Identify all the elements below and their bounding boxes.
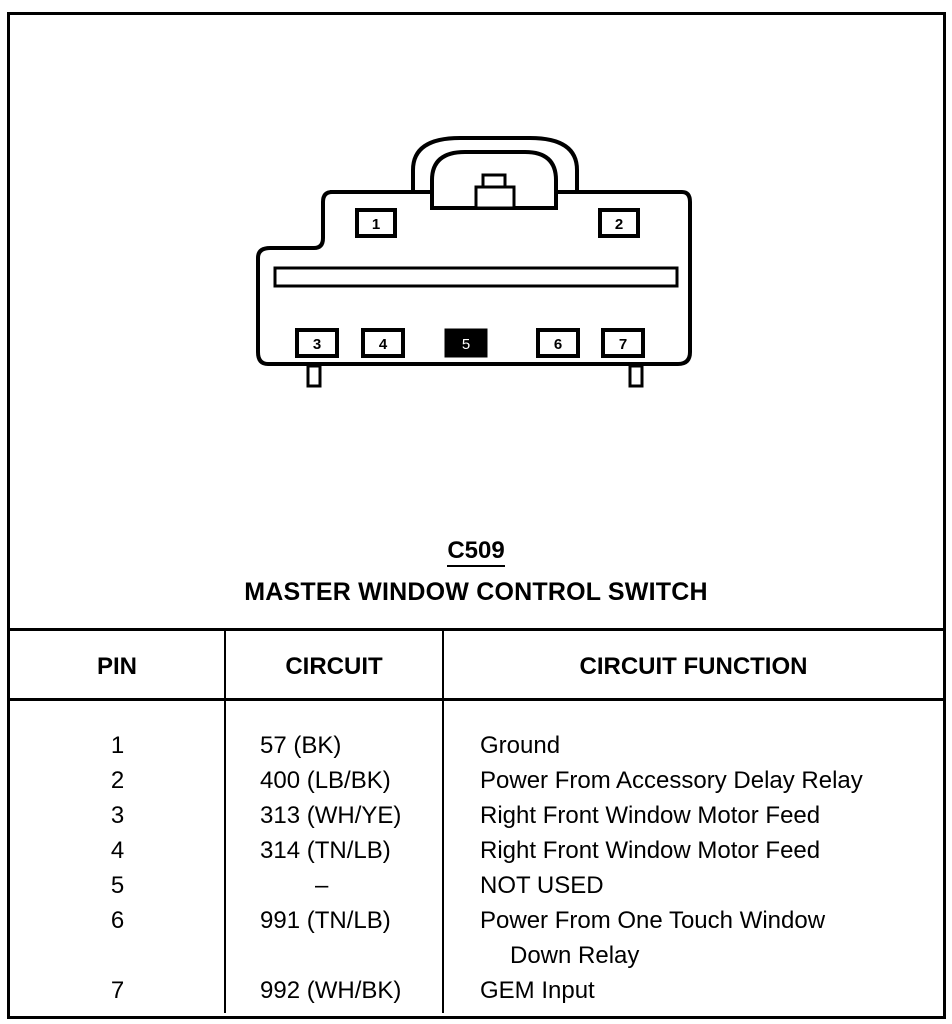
svg-text:7: 7 (619, 336, 627, 353)
function-cell: Power From Accessory Delay Relay (480, 767, 863, 794)
table-row: 4 314 (TN/LB) Right Front Window Motor F… (10, 833, 943, 868)
pin-cell: 4 (110, 837, 125, 864)
table-row: 3 313 (WH/YE) Right Front Window Motor F… (10, 798, 943, 833)
connector-body (256, 190, 692, 366)
pin-1: 1 (355, 208, 397, 238)
pin-6: 6 (536, 328, 580, 358)
function-cell-continued: Down Relay (510, 942, 640, 969)
pin-cell: 2 (110, 767, 125, 794)
table-row: 2 400 (LB/BK) Power From Accessory Delay… (10, 763, 943, 798)
svg-text:3: 3 (313, 336, 321, 353)
circuit-cell: 313 (WH/YE) (260, 802, 402, 829)
table-row-continuation: Down Relay (10, 938, 943, 973)
function-cell: Ground (480, 732, 561, 759)
pin-cell: 1 (110, 732, 125, 759)
header-circuit: CIRCUIT (285, 653, 383, 680)
table-row: 5 – NOT USED (10, 868, 943, 903)
connector-diagram: 1 2 3 4 5 6 7 (256, 136, 692, 388)
table-row: 1 57 (BK) Ground (10, 728, 943, 763)
pinout-table: PIN CIRCUIT CIRCUIT FUNCTION 1 57 (BK) G… (10, 628, 943, 1013)
function-cell: Power From One Touch Window (480, 907, 826, 934)
function-cell: NOT USED (480, 872, 604, 899)
pin-5-unused: 5 (444, 328, 488, 358)
connector-slot (273, 266, 679, 288)
circuit-cell: 400 (LB/BK) (260, 767, 391, 794)
header-pin: PIN (96, 653, 137, 680)
connector-foot-right (628, 364, 644, 388)
svg-text:6: 6 (554, 336, 562, 353)
circuit-cell: 992 (WH/BK) (260, 977, 402, 1004)
connector-id: C509 (0, 537, 952, 567)
pin-2: 2 (598, 208, 640, 238)
pin-cell: 7 (110, 977, 125, 1004)
header-circuit-function: CIRCUIT FUNCTION (579, 653, 808, 680)
table-header-rule (10, 698, 943, 701)
svg-text:5: 5 (462, 336, 470, 353)
column-divider-2 (442, 628, 444, 1013)
circuit-cell: 991 (TN/LB) (260, 907, 391, 934)
pin-cell: 6 (110, 907, 125, 934)
pin-cell: 5 (110, 872, 125, 899)
function-cell: Right Front Window Motor Feed (480, 837, 821, 864)
function-cell: Right Front Window Motor Feed (480, 802, 821, 829)
connector-name: MASTER WINDOW CONTROL SWITCH (244, 578, 708, 606)
circuit-cell: 57 (BK) (260, 732, 342, 759)
latch-tab (474, 185, 516, 210)
table-row: 7 992 (WH/BK) GEM Input (10, 973, 943, 1008)
table-top-rule (10, 628, 943, 631)
circuit-cell: 314 (TN/LB) (260, 837, 391, 864)
page-frame (7, 12, 946, 1019)
table-row: 6 991 (TN/LB) Power From One Touch Windo… (10, 903, 943, 938)
connector-foot-left (306, 364, 322, 388)
pin-4: 4 (361, 328, 405, 358)
svg-text:4: 4 (379, 336, 388, 353)
svg-text:1: 1 (372, 216, 380, 233)
function-cell: GEM Input (480, 977, 595, 1004)
pin-3: 3 (295, 328, 339, 358)
circuit-cell: – (315, 872, 329, 899)
column-divider-1 (224, 628, 226, 1013)
pin-7: 7 (601, 328, 645, 358)
svg-text:2: 2 (615, 216, 623, 233)
pin-cell: 3 (110, 802, 125, 829)
connector-id-text: C509 (447, 537, 505, 567)
